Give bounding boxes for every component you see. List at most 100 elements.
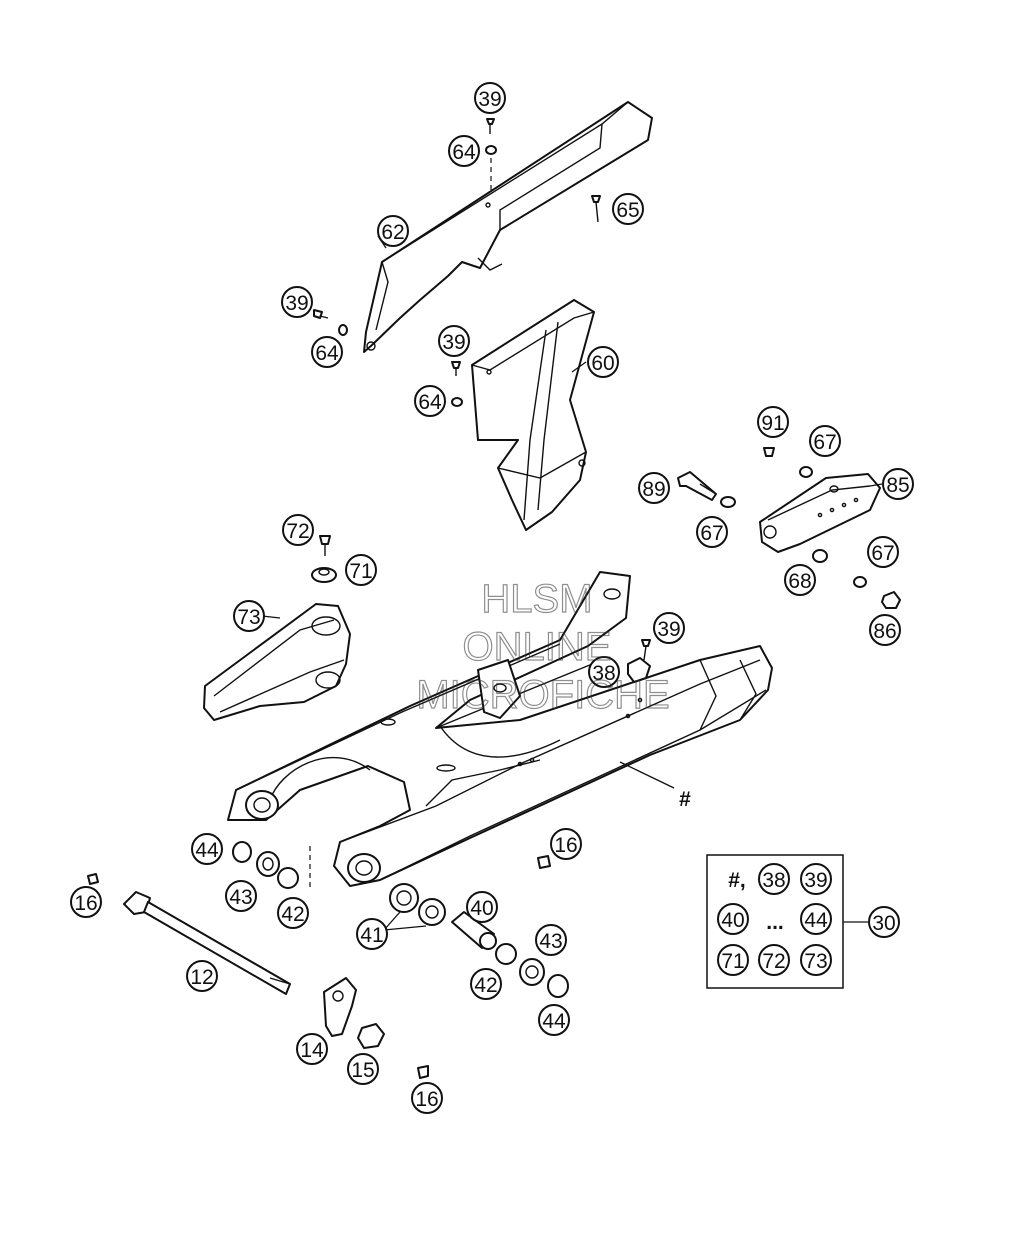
svg-text:65: 65 xyxy=(616,199,639,222)
svg-text:39: 39 xyxy=(657,618,680,641)
callout-71: 71 xyxy=(345,554,377,586)
callout-16-right: 16 xyxy=(550,828,582,860)
svg-text:62: 62 xyxy=(381,221,404,244)
leader-lines xyxy=(261,235,883,931)
svg-text:41: 41 xyxy=(360,924,383,947)
callout-67-top: 67 xyxy=(809,425,841,457)
hardware-parts xyxy=(87,118,901,1079)
callout-91: 91 xyxy=(757,406,789,438)
callout-30: 30 xyxy=(868,906,900,938)
callout-67-right: 67 xyxy=(867,536,899,568)
callout-60: 60 xyxy=(587,346,619,378)
svg-text:42: 42 xyxy=(474,974,497,997)
callout-39-top: 39 xyxy=(474,82,506,114)
svg-text:16: 16 xyxy=(74,892,97,915)
svg-text:64: 64 xyxy=(418,391,442,414)
svg-text:44: 44 xyxy=(195,839,219,862)
svg-text:91: 91 xyxy=(761,412,784,435)
kit-ellipsis: ... xyxy=(766,911,784,934)
callout-42-left: 42 xyxy=(277,897,309,929)
kit-item-40: 40 xyxy=(717,903,749,935)
svg-text:42: 42 xyxy=(281,903,304,926)
svg-text:67: 67 xyxy=(871,542,894,565)
svg-text:43: 43 xyxy=(539,930,562,953)
callout-86: 86 xyxy=(869,614,901,646)
svg-text:16: 16 xyxy=(415,1088,438,1111)
kit-hash-label: #, xyxy=(728,869,746,892)
svg-text:64: 64 xyxy=(452,141,476,164)
kit-item-72: 72 xyxy=(758,944,790,976)
swingarm-marker: # xyxy=(679,788,691,811)
svg-text:39: 39 xyxy=(442,331,465,354)
svg-text:12: 12 xyxy=(190,966,213,989)
watermark: HLSM ONLINE MICROFICHE xyxy=(416,576,671,717)
callout-39-center: 39 xyxy=(438,325,470,357)
callout-15: 15 xyxy=(347,1053,379,1085)
callout-39-clamp: 39 xyxy=(653,612,685,644)
callout-64-top: 64 xyxy=(448,135,480,167)
svg-text:40: 40 xyxy=(470,897,493,920)
svg-text:71: 71 xyxy=(721,950,744,973)
callout-68: 68 xyxy=(784,564,816,596)
svg-text:14: 14 xyxy=(300,1039,324,1062)
svg-text:86: 86 xyxy=(873,620,896,643)
svg-text:40: 40 xyxy=(721,909,744,932)
callout-43-right: 43 xyxy=(535,924,567,956)
callout-14: 14 xyxy=(296,1033,328,1065)
svg-text:ONLINE: ONLINE xyxy=(463,625,612,669)
svg-text:85: 85 xyxy=(886,474,909,497)
chain-slider-part xyxy=(471,299,595,531)
callout-43-left: 43 xyxy=(225,880,257,912)
svg-text:44: 44 xyxy=(804,909,828,932)
svg-text:39: 39 xyxy=(478,88,501,111)
svg-text:16: 16 xyxy=(554,834,577,857)
callout-65: 65 xyxy=(612,193,644,225)
svg-text:89: 89 xyxy=(642,478,665,501)
callout-38: 38 xyxy=(588,656,620,688)
svg-text:30: 30 xyxy=(872,912,895,935)
svg-text:MICROFICHE: MICROFICHE xyxy=(416,673,669,717)
svg-text:39: 39 xyxy=(285,292,308,315)
svg-text:67: 67 xyxy=(813,431,836,454)
callout-67-middle: 67 xyxy=(696,516,728,548)
callout-72: 72 xyxy=(282,514,314,546)
kit-item-44: 44 xyxy=(800,903,832,935)
callout-40: 40 xyxy=(466,891,498,923)
chain-guard-part xyxy=(363,101,653,353)
svg-text:73: 73 xyxy=(804,950,827,973)
callout-41: 41 xyxy=(356,918,388,950)
kit-box: #, 38 39 40 ... 44 71 72 73 xyxy=(706,854,844,989)
callout-16-bottom: 16 xyxy=(411,1082,443,1114)
svg-text:64: 64 xyxy=(315,342,339,365)
svg-text:71: 71 xyxy=(349,560,372,583)
callout-89: 89 xyxy=(638,472,670,504)
callout-64-center: 64 xyxy=(414,385,446,417)
chain-sliding-guard-part xyxy=(203,603,351,721)
kit-item-73: 73 xyxy=(800,944,832,976)
svg-text:68: 68 xyxy=(788,570,811,593)
callout-44-right: 44 xyxy=(538,1004,570,1036)
callout-16-left: 16 xyxy=(70,886,102,918)
svg-text:15: 15 xyxy=(351,1059,374,1082)
svg-text:60: 60 xyxy=(591,352,614,375)
svg-text:38: 38 xyxy=(762,869,785,892)
swingarm-part xyxy=(227,571,773,887)
svg-text:72: 72 xyxy=(762,950,785,973)
callout-62: 62 xyxy=(377,215,409,247)
callout-12: 12 xyxy=(186,960,218,992)
svg-text:39: 39 xyxy=(804,869,827,892)
callout-44-left: 44 xyxy=(191,833,223,865)
kit-item-38: 38 xyxy=(758,863,790,895)
chain-guide-part xyxy=(759,473,881,553)
svg-text:43: 43 xyxy=(229,886,252,909)
callout-85: 85 xyxy=(882,468,914,500)
svg-text:44: 44 xyxy=(542,1010,566,1033)
kit-item-71: 71 xyxy=(717,944,749,976)
kit-item-39: 39 xyxy=(800,863,832,895)
svg-text:72: 72 xyxy=(286,520,309,543)
callout-73: 73 xyxy=(233,600,265,632)
svg-text:38: 38 xyxy=(592,662,615,685)
callout-42-right: 42 xyxy=(470,968,502,1000)
svg-text:HLSM: HLSM xyxy=(481,577,592,621)
